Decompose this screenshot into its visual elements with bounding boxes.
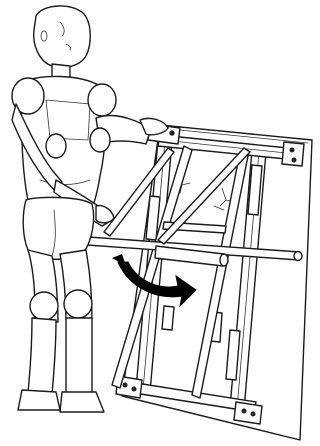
mannequin-head — [34, 6, 91, 68]
corner-bracket-bottom-right — [234, 402, 262, 424]
mannequin-leg-right — [60, 250, 104, 412]
corner-bracket-top-right — [282, 142, 304, 166]
mannequin-shoulder-right — [88, 84, 116, 116]
mannequin-leg-left — [18, 250, 60, 410]
